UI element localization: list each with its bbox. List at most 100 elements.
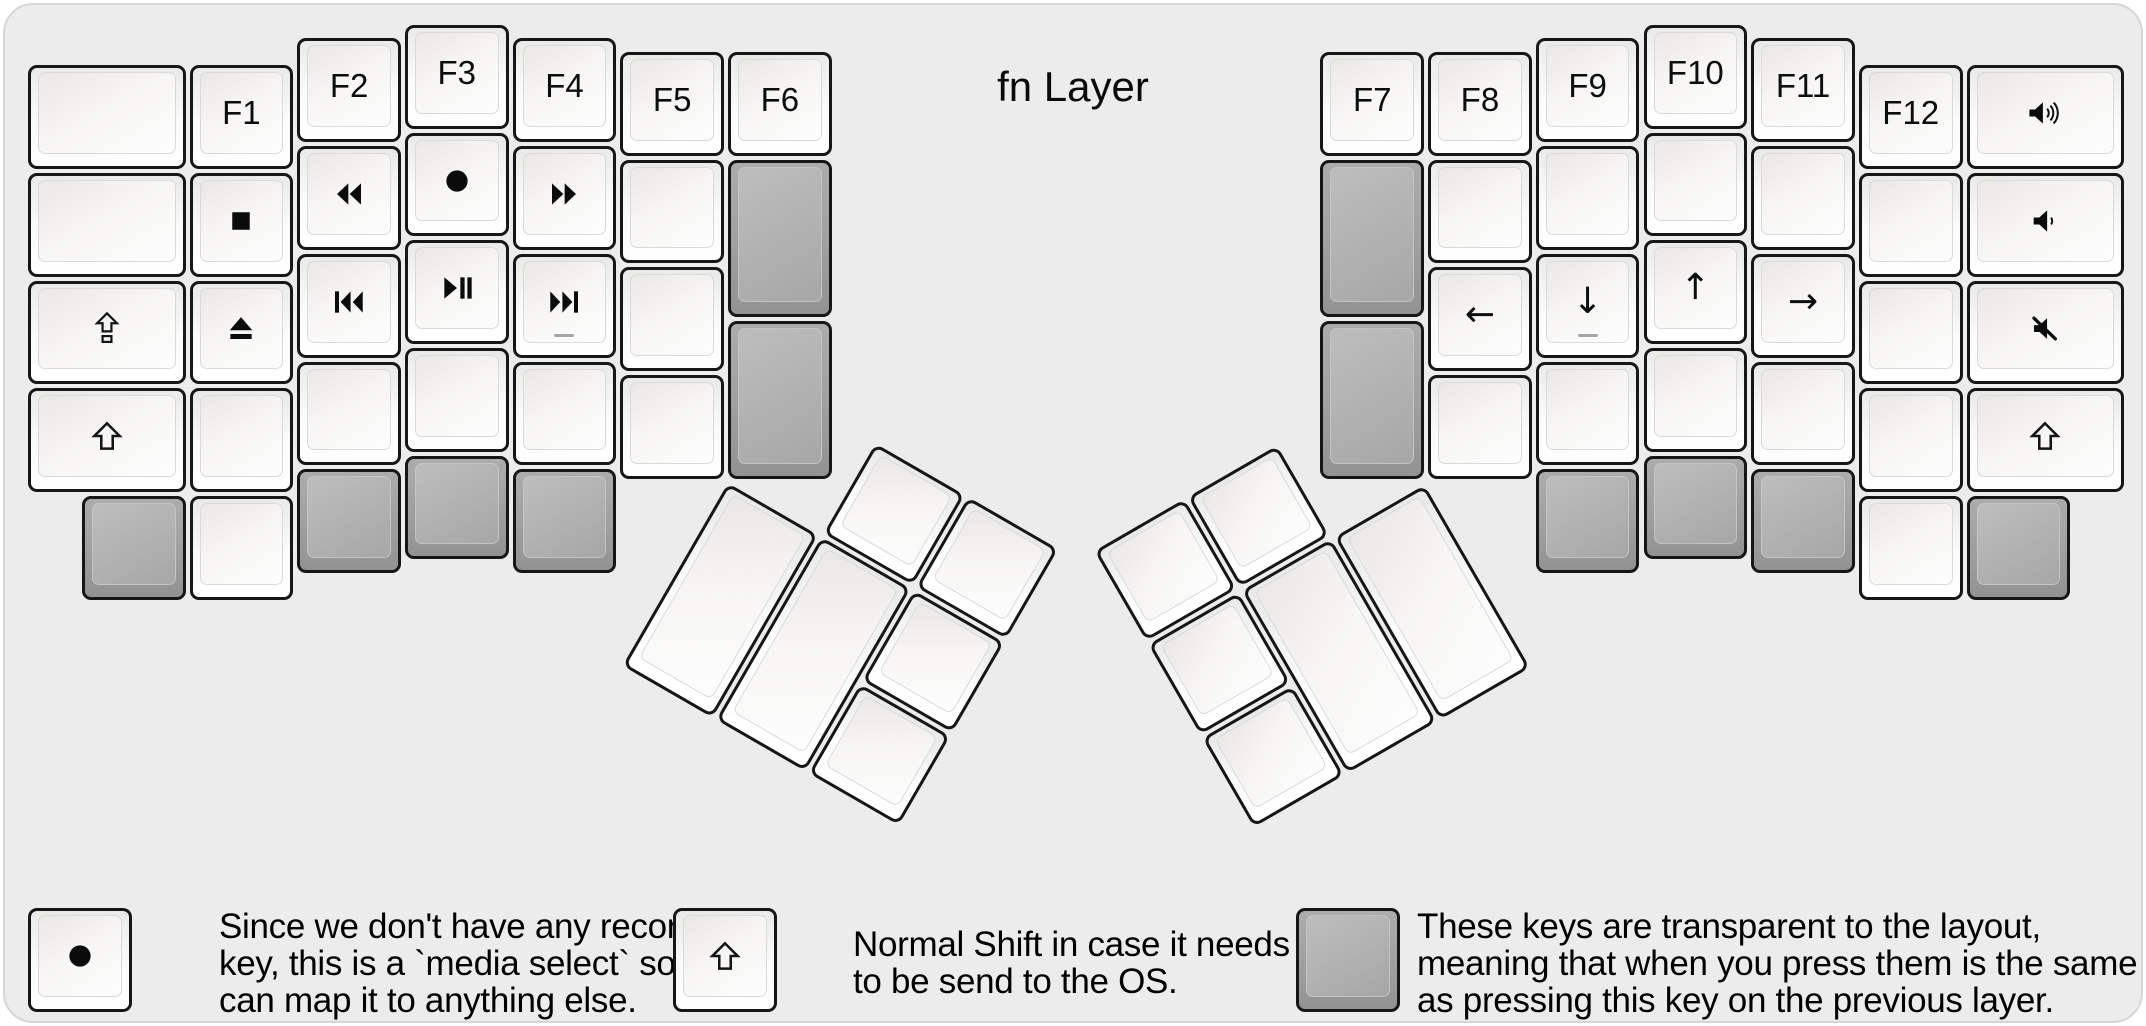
key-transparent [512,469,617,573]
keytop [522,368,607,451]
key-blank [1643,132,1748,237]
key-label: F9 [1568,67,1607,105]
key-stop [189,173,294,277]
keytop: F1 [199,72,284,155]
keytop [1761,153,1845,235]
key-f9: F9 [1535,38,1640,143]
keytop: F8 [1438,58,1522,141]
key-blank [28,173,186,277]
keytop [1330,166,1415,303]
keytop: → [1761,260,1845,343]
key-blank [512,361,617,466]
keytop [1199,456,1314,569]
key-blank [1858,280,1963,385]
keytop [630,274,715,356]
key-f11: F11 [1751,38,1855,143]
keytop: ↓ [1545,260,1630,343]
key-blank [1428,375,1532,479]
keytop [307,476,391,558]
key-transparent [728,321,832,479]
keytop [1868,395,1953,478]
key-transparent [81,496,186,600]
keytop [1306,915,1390,997]
legend-text-line: key, this is a `media select` so user [219,943,752,983]
key-blank [28,65,186,170]
key-blank [1428,159,1532,264]
keytop [1545,368,1630,451]
key-label: F5 [652,80,692,118]
keytop [738,166,822,303]
key-label: F6 [760,80,800,118]
keytop [1868,180,1953,262]
legend-text-line: as pressing this key on the previous lay… [1417,980,2054,1020]
keytop [1976,180,2115,262]
key-blank [1858,173,1963,277]
key-blank [1751,361,1855,466]
key-blank [620,267,725,371]
keytop [1761,368,1845,451]
prev-track-icon [335,291,363,313]
keytop: ← [1438,274,1522,356]
keytop [1761,476,1845,558]
keytop: F6 [738,58,822,141]
keytop: F2 [307,45,391,128]
keytop: ↑ [1653,247,1738,330]
keytop [683,915,767,997]
keytop [199,287,284,370]
key-arrow-down: ↓ [1535,253,1640,358]
keytop [1106,510,1220,623]
keytop [1653,355,1738,437]
keytop: F4 [522,45,607,128]
key-f6: F6 [728,51,832,156]
key-play-pause [404,240,509,345]
keytop [414,355,499,437]
keytop [414,139,499,222]
volume-down-icon [2034,210,2054,232]
keytop [738,328,822,464]
key-f7: F7 [1320,51,1425,156]
key-blank [189,496,294,600]
key-shift [1966,388,2125,493]
key-label: F2 [329,67,369,105]
key-blank [297,361,401,466]
key-transparent [1320,321,1425,479]
key-f10: F10 [1643,25,1748,129]
next-track-icon [550,291,579,313]
rewind-icon [337,183,362,205]
legend-key-shift-icon [709,941,741,970]
keytop [307,368,391,451]
keytop: F7 [1330,58,1415,141]
keytop: F5 [630,58,715,141]
keytop [38,915,122,997]
keytop [1976,503,2061,585]
keytop [1976,287,2115,370]
key-label: F11 [1775,67,1831,105]
key-transparent [1535,469,1640,573]
key-shift-lock [28,280,186,385]
legend-text-line: meaning that when you press them is the … [1417,943,2138,983]
keytop [38,287,176,370]
key-mute [1966,280,2125,385]
keytop [1868,287,1953,370]
layer-title: fn Layer [997,63,1149,110]
eject-icon [230,316,253,339]
homing-bar [554,333,575,337]
key-transparent [1320,159,1425,318]
shift-lock-icon [94,311,120,344]
keytop [1653,139,1738,222]
keytop [522,476,607,558]
key-fast-forward [512,146,617,250]
keytop [414,462,499,545]
keytop [1868,503,1953,585]
key-transparent [297,469,401,573]
keytop [307,153,391,235]
stop-icon [232,212,251,230]
fast-forward-icon [552,183,577,205]
arrow-right-icon: → [1787,280,1819,322]
keytop [522,153,607,235]
keytop [1330,328,1415,464]
play-pause-icon [444,277,472,299]
